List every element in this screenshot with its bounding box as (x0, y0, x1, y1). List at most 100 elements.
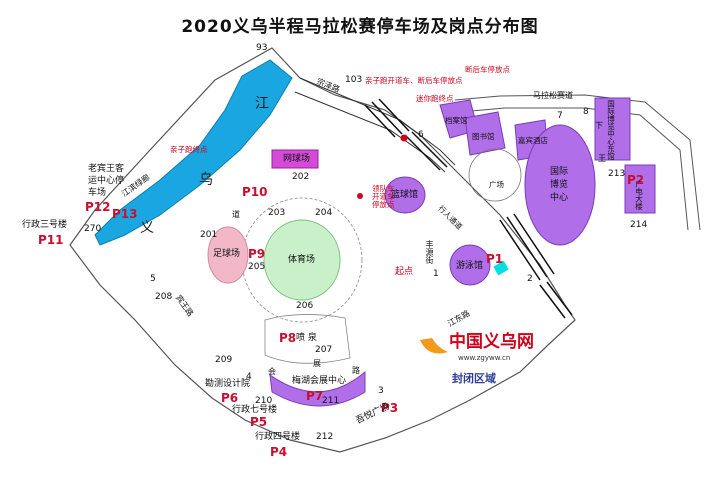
river (94, 59, 293, 246)
brand-logo-icon (420, 338, 448, 354)
node-212: 212 (316, 432, 334, 442)
place-laobin-line1: 老宾王客 (88, 164, 125, 174)
road-label-fengyan: 丰源街 (425, 240, 434, 264)
parking-p2: P2 (627, 173, 645, 187)
node-207: 207 (315, 345, 333, 355)
river-char-jiang: 江 (255, 96, 269, 112)
swimming-pool-marker (493, 260, 509, 276)
label-tennis: 网球场 (283, 154, 311, 164)
parking-p10: P10 (242, 185, 268, 199)
library-building (464, 111, 506, 156)
place-kance: 勘测设计院 (205, 379, 251, 389)
parking-p6: P6 (221, 391, 239, 405)
road-label-mahu: 马拉松赛道 (533, 91, 573, 100)
node-6: 6 (418, 130, 424, 140)
parking-p8: P8 (279, 331, 297, 345)
node-214: 214 (630, 220, 648, 230)
parking-p4: P4 (270, 445, 288, 459)
node-8: 8 (583, 107, 589, 117)
label-meihu: 梅湖会展中心 (292, 376, 347, 386)
road-label-wang: 王 (598, 154, 606, 163)
place-xingzheng-4: 行政四号楼 (255, 432, 301, 442)
node-1: 1 (433, 269, 439, 279)
node-201: 201 (200, 230, 218, 240)
label-plaza: 广场 (489, 180, 504, 189)
node-270: 270 (84, 224, 102, 234)
note-mini-finish: 迷你跑终点 (416, 94, 454, 103)
parking-p12: P12 (85, 200, 111, 214)
place-xingzheng-7: 行政七号楼 (232, 405, 278, 415)
parking-p1: P1 (486, 252, 504, 266)
label-expo-line2: 博览 (550, 180, 569, 190)
node-93: 93 (256, 43, 268, 53)
label-expo-line1: 国际 (550, 167, 569, 177)
node-202: 202 (292, 172, 310, 182)
stadium (263, 219, 341, 301)
parking-p11: P11 (38, 233, 64, 247)
football-field (207, 226, 249, 284)
node-213: 213 (608, 169, 626, 179)
expo-east-hall (594, 97, 631, 161)
road-label-dao: 道 (232, 210, 240, 219)
zongze-road-band (299, 77, 456, 166)
meihu-exhibition (269, 370, 366, 407)
note-start: 起点 (395, 267, 414, 277)
marker-dot (400, 134, 408, 142)
node-7: 7 (557, 111, 563, 121)
road-label-xia: 下 (595, 121, 603, 130)
marker-dot (357, 193, 363, 199)
label-stadium: 体育场 (288, 255, 316, 265)
node-206: 206 (296, 301, 314, 311)
node-208: 208 (155, 292, 173, 302)
label-archive: 档案馆 (445, 116, 468, 125)
label-library: 图书馆 (472, 132, 495, 141)
node-205: 205 (248, 262, 266, 272)
swimming-hall (449, 244, 491, 286)
parking-p13: P13 (112, 207, 138, 221)
label-expo-east: 国际博览中心东馆 (606, 100, 616, 160)
node-211: 211 (322, 396, 340, 406)
zongze-road-band-2 (294, 91, 446, 173)
note-duanhou: 断后车停放点 (465, 65, 510, 74)
note-lead-car-line3: 停放点 (372, 200, 395, 209)
note-lead-car-line1: 领队车 (372, 184, 395, 193)
fountain-area (264, 314, 351, 364)
venue-boundary (69, 47, 576, 453)
expo-center (524, 124, 596, 246)
node-210: 210 (255, 396, 273, 406)
label-basketball: 篮球馆 (391, 190, 419, 200)
note-qinzi-finish: 亲子跑终点 (170, 145, 208, 154)
node-3: 3 (378, 386, 384, 396)
brand-name: 中国义乌网 (449, 332, 534, 352)
note-lead-car-line2: 开道车 (372, 192, 395, 201)
label-huizhan-zhan: 展 (313, 359, 321, 368)
label-fountain: 喷 泉 (296, 333, 317, 343)
note-qinzi-start: 亲子跑开道车、断后车停放点 (365, 76, 463, 85)
place-laobin-line2: 运中心停 (88, 176, 125, 186)
label-swimming: 游泳馆 (456, 261, 484, 271)
basketball-hall (384, 176, 426, 214)
broadcast-building (624, 164, 656, 214)
brand-url: www.zgyww.cn (458, 354, 511, 362)
label-hotel: 嘉宾酒店 (518, 136, 548, 145)
tennis-court (271, 149, 319, 169)
parking-p5: P5 (250, 415, 268, 429)
place-laobin-line3: 车场 (88, 188, 107, 198)
label-huizhan-hui: 会 (268, 367, 276, 376)
closed-road-stripes (364, 98, 573, 319)
place-xingzheng-3: 行政三号楼 (22, 220, 68, 230)
parking-p3: P3 (381, 401, 399, 415)
node-4: 4 (246, 372, 252, 382)
plaza-circle (468, 148, 522, 202)
parking-p9: P9 (248, 247, 266, 261)
label-huizhan-lu: 路 (352, 366, 360, 375)
legend-closed-area: 封闭区域 (452, 372, 496, 385)
page-title: 2020义乌半程马拉松赛停车场及岗点分布图 (181, 17, 539, 37)
label-expo-line3: 中心 (550, 193, 569, 203)
node-203: 203 (268, 208, 286, 218)
label-football: 足球场 (213, 249, 241, 259)
node-103: 103 (345, 75, 363, 85)
node-5: 5 (150, 274, 156, 284)
parking-p7: P7 (306, 389, 324, 403)
